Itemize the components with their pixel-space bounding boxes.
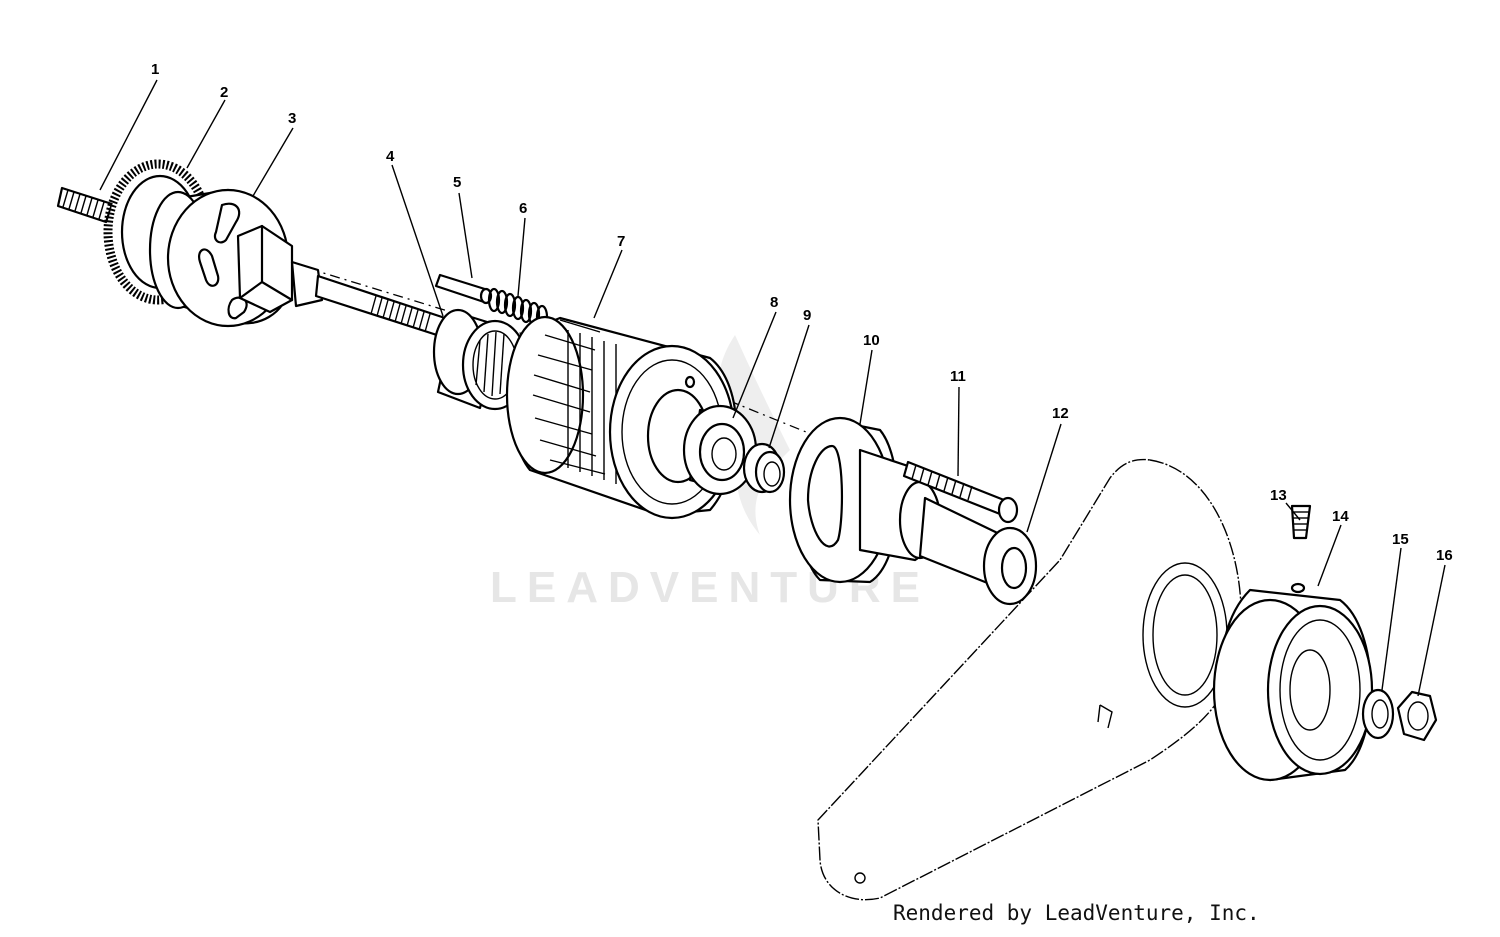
callout-7: 7 xyxy=(617,233,625,250)
part-13-set-screw xyxy=(1290,504,1312,540)
part-8-bearing xyxy=(682,404,758,496)
callout-8: 8 xyxy=(770,294,778,311)
part-5-pin xyxy=(434,273,493,305)
part-11-bolt xyxy=(902,460,1019,524)
callout-4: 4 xyxy=(386,148,395,165)
part-3-hub xyxy=(148,188,324,328)
callout-15: 15 xyxy=(1392,531,1409,548)
part-14-collar xyxy=(1212,582,1374,782)
part-16-hex-nut xyxy=(1396,690,1438,742)
part-1-stud xyxy=(56,186,114,224)
callout-2: 2 xyxy=(220,84,228,101)
callout-11: 11 xyxy=(950,368,966,385)
callout-14: 14 xyxy=(1332,508,1349,525)
callout-3: 3 xyxy=(288,110,296,127)
callout-1: 1 xyxy=(151,61,159,78)
callout-10: 10 xyxy=(863,332,880,349)
credit-text: Rendered by LeadVenture, Inc. xyxy=(893,901,1260,925)
cover-plate xyxy=(817,458,1242,901)
threaded-rod xyxy=(314,274,447,338)
part-15-washer xyxy=(1361,688,1395,740)
part-10-spindle xyxy=(788,416,1038,606)
callout-12: 12 xyxy=(1052,405,1069,422)
callout-5: 5 xyxy=(453,174,461,191)
callout-16: 16 xyxy=(1436,547,1453,564)
callout-labels: 1 2 3 4 5 6 7 8 9 10 11 12 13 14 15 16 xyxy=(151,61,1453,564)
part-4-bushing xyxy=(432,308,529,411)
leader-lines xyxy=(99,79,1446,697)
callout-13: 13 xyxy=(1270,487,1287,504)
part-9-washer xyxy=(742,442,786,494)
callout-9: 9 xyxy=(803,307,811,324)
callout-6: 6 xyxy=(519,200,527,217)
